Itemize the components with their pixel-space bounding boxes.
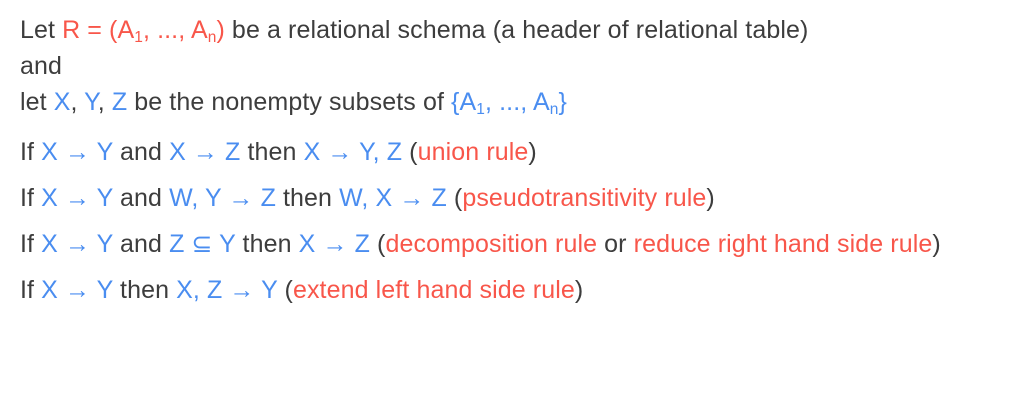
rule-and-label: and: [112, 230, 170, 258]
rule-conclusion: X, Z → Y: [176, 276, 278, 304]
intro-separator-2: ,: [97, 88, 112, 116]
set-subscript-first: 1: [476, 101, 486, 119]
variable-z: Z: [111, 88, 128, 116]
set-open-brace: {A: [451, 88, 477, 116]
rule-paren-open: (: [402, 138, 418, 166]
rule-name: extend left hand side rule: [292, 276, 575, 304]
rule-premise-second: Z ⊆ Y: [169, 230, 236, 258]
rule-paren-close: ): [932, 230, 941, 258]
rule-pseudotransitivity: If X → Y and W, Y → Z then W, X → Z (pse…: [20, 180, 1004, 216]
rule-paren-open: (: [446, 184, 463, 212]
rule-premise-second: X → Z: [169, 138, 241, 166]
rule-if-label: If: [20, 230, 42, 258]
rule-conclusion: X → Y, Z: [303, 138, 403, 166]
rule-then-label: then: [112, 276, 177, 304]
schema-subscript-first: 1: [134, 29, 143, 47]
intro-trailing-text: be a relational schema (a header of rela…: [224, 16, 809, 44]
variable-y: Y: [84, 88, 98, 116]
rule-premise-first: X → Y: [41, 276, 113, 304]
intro-and-text: and: [20, 52, 63, 80]
schema-close-paren: ): [216, 16, 225, 44]
rule-alternate-name: reduce right hand side rule: [633, 230, 933, 258]
rule-paren-open: (: [277, 276, 293, 304]
rule-decomposition: If X → Y and Z ⊆ Y then X → Z (decomposi…: [20, 226, 1004, 262]
rule-then-label: then: [275, 184, 340, 212]
intro-separator-1: ,: [70, 88, 85, 116]
rule-conclusion: W, X → Z: [339, 184, 447, 212]
variable-x: X: [53, 88, 71, 116]
rule-conclusion: X → Z: [298, 230, 370, 258]
rule-and-label: and: [112, 138, 170, 166]
rule-paren-close: ): [574, 276, 584, 304]
rule-paren-close: ): [528, 138, 537, 166]
rule-then-label: then: [235, 230, 299, 258]
attribute-set-expression: {A1, ..., An}: [451, 88, 567, 119]
rule-premise-first: X → Y: [41, 230, 113, 258]
rule-name: pseudotransitivity rule: [462, 184, 707, 212]
rule-union: If X → Y and X → Z then X → Y, Z (union …: [20, 134, 1004, 170]
intro-subsets-text: be the nonempty subsets of: [127, 88, 452, 116]
schema-middle: , ..., A: [143, 16, 208, 44]
rule-premise-second: W, Y → Z: [169, 184, 276, 212]
rule-extend-left-hand-side: If X → Y then X, Z → Y (extend left hand…: [20, 272, 1004, 308]
intro-paragraph: Let R = (A1, ..., An) be a relational sc…: [20, 12, 1004, 120]
rule-premise-first: X → Y: [41, 138, 113, 166]
rule-paren-open: (: [369, 230, 386, 258]
rule-premise-first: X → Y: [41, 184, 113, 212]
rule-and-label: and: [112, 184, 170, 212]
relational-schema-expression: R = (A1, ..., An): [62, 16, 225, 47]
rule-name: decomposition rule: [385, 230, 598, 258]
rule-or-label: or: [597, 230, 634, 258]
rule-then-label: then: [240, 138, 304, 166]
intro-lead-text: Let: [20, 16, 63, 44]
rule-if-label: If: [20, 276, 42, 304]
set-close-brace: }: [558, 88, 567, 116]
rule-if-label: If: [20, 184, 42, 212]
rule-if-label: If: [20, 138, 42, 166]
rule-paren-close: ): [706, 184, 715, 212]
set-subscript-last: n: [549, 101, 559, 119]
intro-let-text: let: [20, 88, 54, 116]
rule-name: union rule: [417, 138, 529, 166]
schema-prefix: R = (A: [62, 16, 135, 44]
set-middle: , ..., A: [485, 88, 550, 116]
schema-subscript-last: n: [207, 29, 217, 47]
